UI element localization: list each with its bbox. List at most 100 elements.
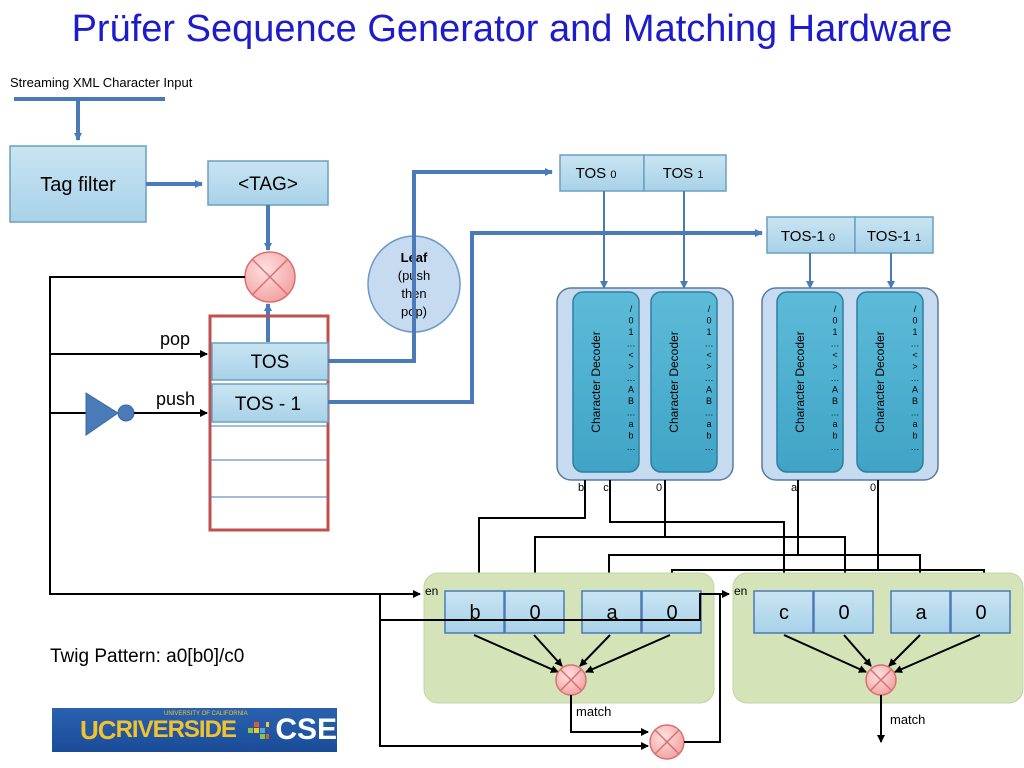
decoder-char: …	[911, 442, 920, 452]
decoder-label: Character Decoder	[873, 331, 887, 432]
decoder-char: …	[627, 373, 636, 383]
decoder-char: a	[628, 419, 633, 429]
decoder-char: A	[706, 385, 712, 395]
input-label: Streaming XML Character Input	[10, 75, 193, 90]
decoder-out-a: a	[791, 482, 798, 494]
decoder-char: …	[705, 408, 714, 418]
decoder-char: …	[911, 373, 920, 383]
decoder-char: <	[628, 350, 633, 360]
tos0-label: TOS 0	[576, 165, 617, 182]
tag-register-label: <TAG>	[238, 174, 298, 195]
decoder-char: …	[705, 339, 714, 349]
stack-tos1-label: TOS - 1	[235, 394, 301, 415]
decoder-char: /	[834, 304, 837, 314]
tag-register	[207, 160, 329, 206]
character-decoder-2: Character Decoder/01…<>…AB…ab…	[650, 291, 718, 473]
decoder-char: A	[628, 385, 634, 395]
final-comparator	[649, 724, 685, 760]
character-decoder-4: Character Decoder/01…<>…AB…ab…	[856, 291, 924, 473]
output-wires	[379, 593, 885, 750]
decoder-char: …	[705, 373, 714, 383]
inverter-icon	[85, 392, 135, 436]
decoder-char: b	[832, 431, 837, 441]
decoder-char: …	[627, 408, 636, 418]
decoder-char: 1	[706, 327, 711, 337]
stack-tos	[211, 342, 329, 381]
decoder-char: 1	[912, 327, 917, 337]
decoder-char: 1	[832, 327, 837, 337]
match-label-2: match	[890, 712, 925, 727]
decoder-char: b	[628, 431, 633, 441]
pop-label: pop	[160, 329, 190, 349]
decoder-char: <	[912, 350, 917, 360]
tos1-register	[643, 154, 727, 192]
match-group-2-en: en	[734, 584, 747, 598]
decoder-char: 1	[628, 327, 633, 337]
decoder-char: …	[831, 373, 840, 383]
stack-tos1	[211, 383, 329, 423]
decoder-label: Character Decoder	[793, 331, 807, 432]
push-label: push	[156, 389, 195, 409]
match-cell-label: a	[606, 602, 618, 624]
decoder-char: >	[706, 362, 711, 372]
tos-bus	[328, 168, 553, 363]
decoder-char: /	[630, 304, 633, 314]
decoder-char: B	[912, 396, 918, 406]
tag-filter-label: Tag filter	[40, 174, 116, 196]
slide-title: Prüfer Sequence Generator and Matching H…	[71, 8, 953, 50]
match-cell: b	[444, 590, 505, 634]
match-cell-label: b	[469, 602, 480, 624]
decoder-char: …	[831, 442, 840, 452]
match-cell: c	[753, 590, 814, 634]
decoder-char: 0	[832, 316, 837, 326]
decoder-char: a	[706, 419, 711, 429]
decoder-char: …	[705, 442, 714, 452]
logo-uc: UC	[80, 714, 117, 745]
match-cell-label: c	[779, 602, 789, 624]
tos1-0-register	[766, 216, 856, 254]
character-decoder-1: Character Decoder/01…<>…AB…ab…	[572, 291, 640, 473]
match-cell: a	[581, 590, 642, 634]
decoder-char: <	[832, 350, 837, 360]
enable-line-2	[379, 590, 730, 621]
fanin-wires	[473, 634, 981, 673]
decoder-char: >	[912, 362, 917, 372]
match-cell: 0	[641, 590, 702, 634]
decoder-char: <	[706, 350, 711, 360]
match-comparator-2	[865, 664, 897, 696]
tag-filter-box	[9, 145, 147, 223]
match-cell-label: 0	[529, 602, 540, 624]
decoder-char: B	[628, 396, 634, 406]
match-cell-label: 0	[838, 602, 849, 624]
decoder-out-c: c	[603, 482, 609, 494]
decoder-char: A	[912, 385, 918, 395]
logo-squares-icon	[247, 722, 270, 739]
decoder-char: …	[911, 339, 920, 349]
decoder-char: 0	[628, 316, 633, 326]
character-decoder-3: Character Decoder/01…<>…AB…ab…	[776, 291, 844, 473]
match-cell: 0	[813, 590, 874, 634]
decoder-char: A	[832, 385, 838, 395]
decoders: Character Decoder/01…<>…AB…ab…Character …	[572, 291, 924, 473]
match-cell-label: a	[915, 602, 927, 624]
decoder-char: /	[708, 304, 711, 314]
decoder-char: >	[832, 362, 837, 372]
decoder-char: >	[628, 362, 633, 372]
decoder-char: …	[831, 408, 840, 418]
decoder-label: Character Decoder	[667, 331, 681, 432]
match-cell-label: 0	[666, 602, 677, 624]
tos1-1-label: TOS-1 1	[867, 228, 921, 245]
decoder-out-0a: 0	[656, 482, 662, 494]
decoder-char: 0	[706, 316, 711, 326]
decoder-char: …	[911, 408, 920, 418]
decoder-char: 0	[912, 316, 917, 326]
stack-tos-label: TOS	[251, 352, 290, 373]
decoder-char: …	[627, 339, 636, 349]
decoder-char: a	[912, 419, 917, 429]
decoder-label: Character Decoder	[589, 331, 603, 432]
decoder-char: …	[831, 339, 840, 349]
decoder-char: b	[912, 431, 917, 441]
